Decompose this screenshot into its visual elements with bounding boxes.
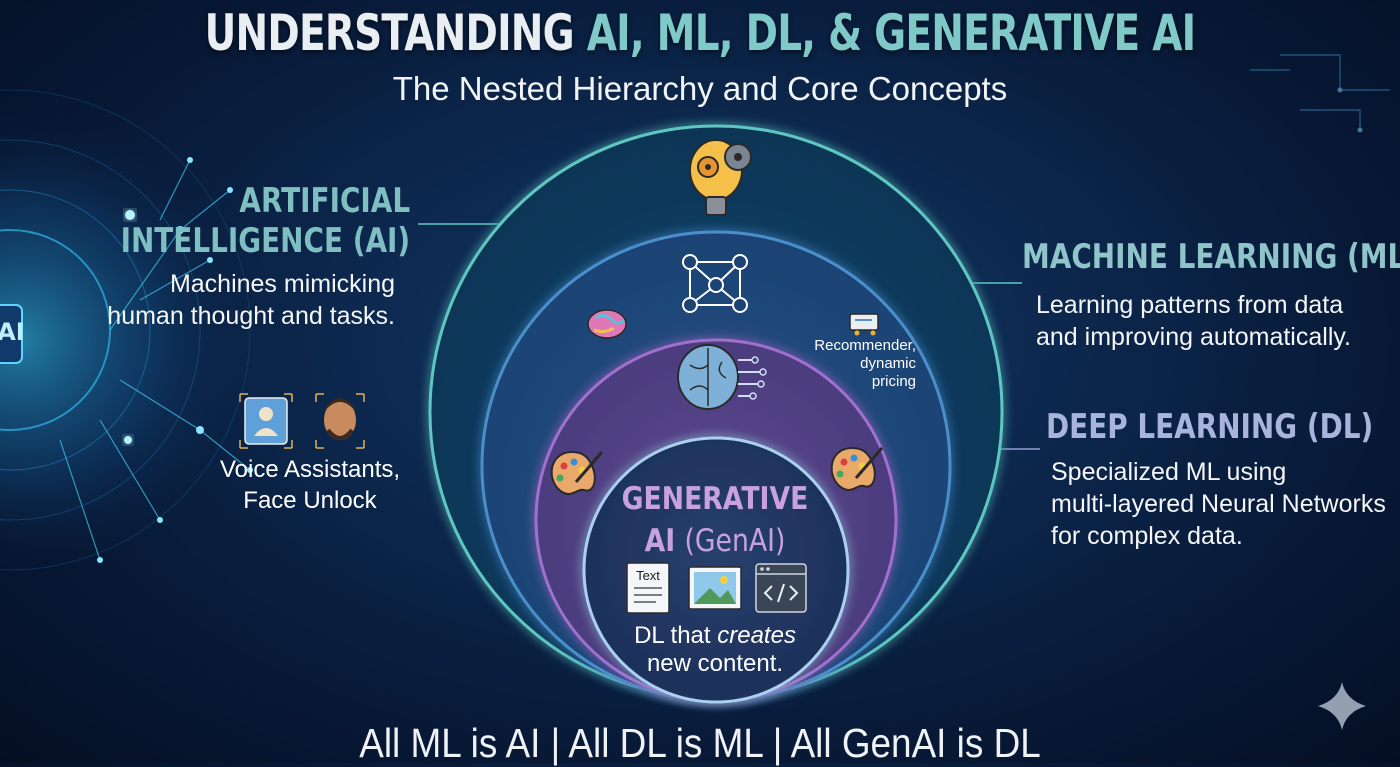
hierarchy-summary: All ML is AI | All DL is ML | All GenAI … (359, 720, 1041, 766)
genai-desc-line2: new content. (646, 650, 784, 677)
neural-network-icon (682, 254, 748, 313)
title-highlight: AI, ML, DL, & GENERATIVE AI (586, 4, 1196, 62)
image-icon (688, 566, 742, 610)
ml-example-line3: pricing (871, 373, 916, 390)
circuit-decoration (1250, 54, 1390, 133)
genai-title-line2: AI (GenAI) (616, 520, 814, 562)
ai-description: Machines mimicking human thought and tas… (107, 268, 395, 332)
text-document-icon: Text (626, 562, 670, 614)
ai-examples: Voice Assistants, Face Unlock (190, 454, 430, 516)
shopping-cart-icon (849, 313, 879, 336)
ml-examples: Recommender, dynamic pricing (808, 337, 916, 391)
genai-title: GENERATIVE AI (GenAI) (616, 478, 814, 562)
person-scan-icon (239, 393, 293, 449)
dl-desc-line1: Specialized ML using (1051, 458, 1287, 486)
genai-description: DL that creates new content. (600, 622, 830, 678)
dl-description: Specialized ML using multi-layered Neura… (1051, 456, 1386, 552)
code-icon (755, 563, 807, 613)
ml-desc-line1: Learning patterns from data (1036, 291, 1344, 319)
page-title: UNDERSTANDING AI, ML, DL, & GENERATIVE A… (154, 4, 1246, 62)
dl-desc-line2: multi-layered Neural Networks (1051, 490, 1386, 518)
ml-description: Learning patterns from data and improvin… (1036, 289, 1351, 353)
ml-example-line1: Recommender, (814, 337, 916, 354)
palette-icon (830, 446, 884, 491)
ai-example-line1: Voice Assistants, (219, 456, 401, 483)
ai-title: ARTIFICIAL INTELLIGENCE (AI) (120, 181, 410, 261)
ml-example-line2: dynamic (860, 355, 916, 372)
ai-title-line2: INTELLIGENCE (AI) (120, 221, 410, 261)
genai-desc-line1: DL that creates (600, 622, 830, 650)
title-lead: UNDERSTANDING (204, 4, 575, 62)
svg-text:Text: Text (636, 568, 660, 583)
ml-desc-line2: and improving automatically. (1036, 323, 1351, 351)
face-scan-icon (315, 393, 365, 449)
genai-title-ai: AI (644, 523, 676, 559)
genai-title-line1: GENERATIVE (621, 481, 809, 517)
genai-desc-lead: DL that (634, 622, 711, 649)
ml-title: MACHINE LEARNING (ML) (1022, 237, 1400, 277)
ai-desc-line2: human thought and tasks. (107, 302, 395, 330)
ai-globe-icon (0, 89, 253, 571)
ai-example-line2: Face Unlock (243, 487, 377, 514)
lightbulb-gears-icon (689, 139, 752, 216)
dl-title: DEEP LEARNING (DL) (1046, 407, 1374, 447)
genai-title-abbr: (GenAI) (684, 523, 786, 559)
dl-desc-line3: for complex data. (1051, 522, 1243, 550)
palette-icon (550, 450, 604, 495)
ai-title-line1: ARTIFICIAL (239, 181, 410, 221)
circuit-brain-icon (677, 344, 767, 410)
side-badge: AI (0, 318, 25, 346)
brain-icon (587, 309, 627, 339)
genai-desc-emphasis: creates (717, 622, 796, 649)
sparkle-icon (1318, 682, 1366, 730)
page-subtitle: The Nested Hierarchy and Core Concepts (392, 70, 1008, 107)
ai-desc-line1: Machines mimicking (169, 270, 395, 298)
